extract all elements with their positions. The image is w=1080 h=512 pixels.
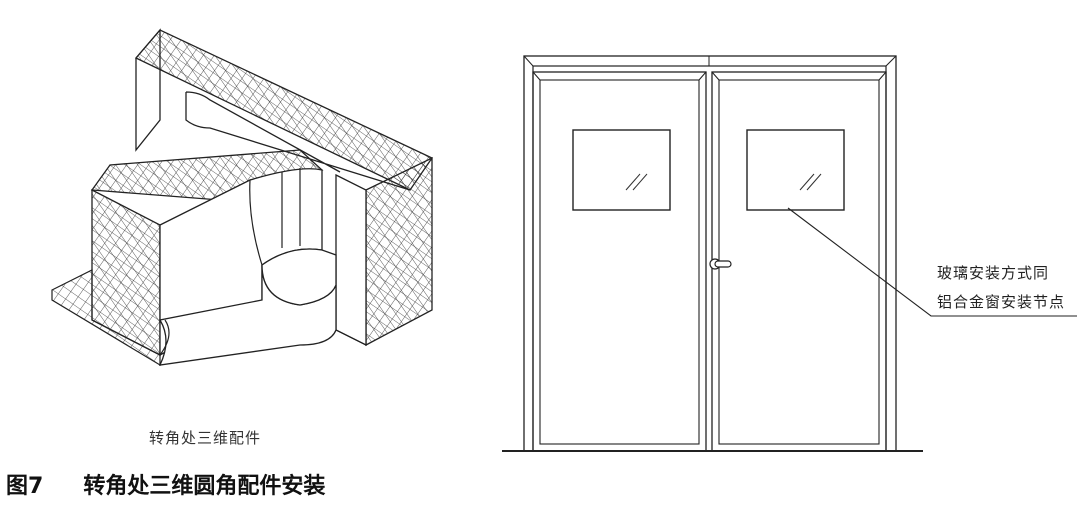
corner-fitting-panel: 转角处三维配件 — [0, 0, 470, 462]
right-block-face — [335, 173, 367, 347]
figure-number: 图7 — [6, 474, 44, 499]
left-door-leaf-inner — [539, 79, 700, 445]
door-handle-icon — [709, 258, 732, 270]
figure-title: 转角处三维圆角配件安装 — [83, 474, 326, 499]
corner-fitting-caption: 转角处三维配件 — [149, 429, 262, 447]
door-elevation-panel: 玻璃安装方式同 铝合金窗安装节点 — [480, 0, 1080, 512]
figure-caption: 图7 转角处三维圆角配件安装 — [6, 468, 325, 500]
right-window — [746, 129, 845, 211]
left-window-glass-mark — [625, 173, 648, 191]
left-window — [572, 129, 671, 211]
corner-fitting-drawing — [51, 28, 433, 367]
back-cove-strip — [185, 91, 411, 191]
door-frame-inner — [532, 65, 887, 452]
floor-cove — [159, 319, 367, 356]
annotation-line-1: 玻璃安装方式同 — [937, 264, 1050, 282]
left-door-leaf — [532, 71, 707, 452]
right-door-leaf — [711, 71, 887, 452]
annotation-leader-line — [787, 207, 1077, 317]
right-door-leaf-inner — [718, 79, 880, 445]
door-elevation-drawing — [502, 55, 1077, 452]
door-frame-outer — [523, 55, 897, 452]
annotation-line-2: 铝合金窗安装节点 — [937, 293, 1066, 311]
right-window-glass-mark — [799, 173, 822, 191]
corner-cove — [249, 168, 301, 266]
